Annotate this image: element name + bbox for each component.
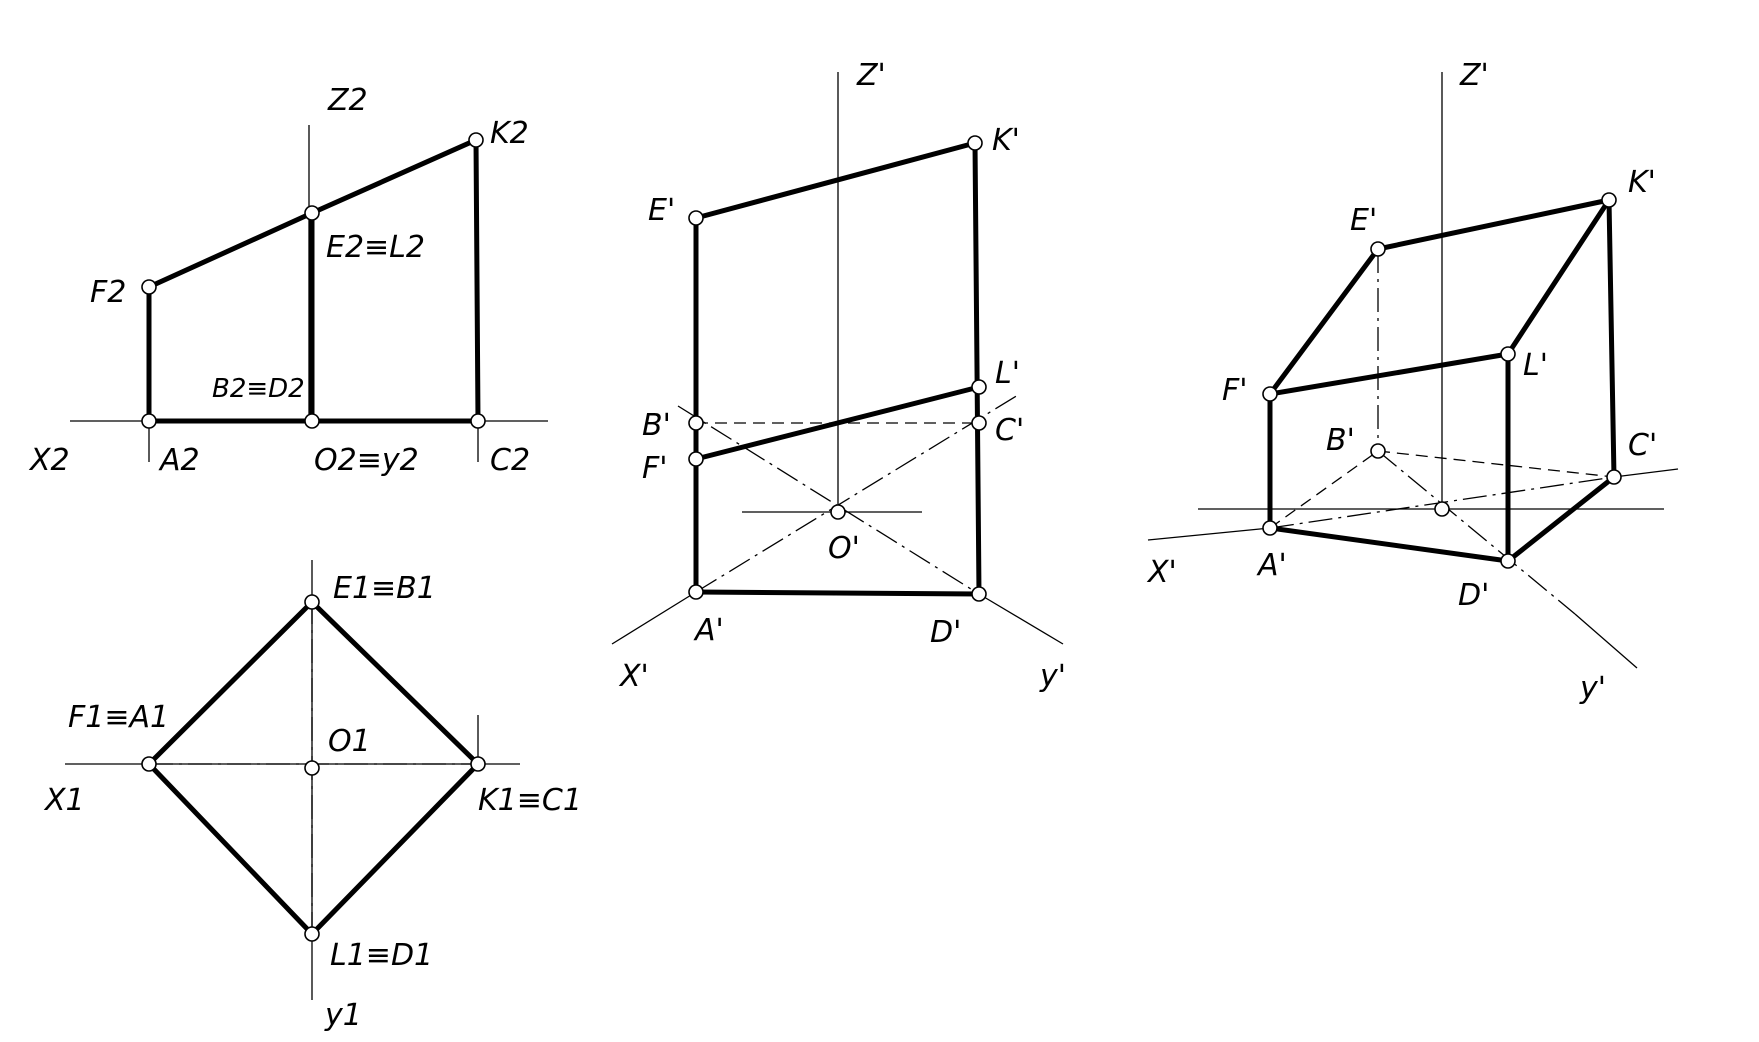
axo2-edge-kl — [1505, 197, 1612, 357]
point-k2 — [468, 132, 484, 148]
label-x1: X1 — [43, 783, 85, 818]
point-o — [1434, 501, 1450, 517]
label-axo2-e: E' — [1350, 203, 1377, 238]
axo2-edge-ek — [1375, 197, 1612, 252]
label-axo1-l: L' — [995, 356, 1020, 391]
axo1-y-axis — [978, 593, 1064, 645]
label-axo2-b: B' — [1326, 423, 1355, 458]
label-k2: K2 — [490, 116, 529, 151]
label-axo1-o: O' — [828, 531, 860, 566]
label-z2: Z2 — [327, 83, 368, 118]
axonometric-view-2: Z' E' K' F' L' B' C' X' A' D' y' — [1146, 58, 1679, 706]
point-e2 — [304, 205, 320, 221]
label-axo2-c: C' — [1628, 428, 1657, 463]
axo1-edge-ad — [693, 589, 982, 597]
point-l — [971, 379, 987, 395]
point-e — [688, 210, 704, 226]
label-axo1-e: E' — [648, 193, 675, 228]
axo1-diag-ac — [695, 394, 1019, 593]
label-a2: A2 — [158, 443, 200, 478]
point-k — [967, 135, 983, 151]
label-o1: O1 — [328, 724, 371, 759]
axo2-y-axis-ext — [1574, 613, 1638, 669]
axo1-edge-fl — [693, 384, 982, 462]
label-axo1-y: y' — [1039, 659, 1066, 694]
point-e — [1370, 241, 1386, 257]
point-k — [1601, 192, 1617, 208]
label-f1-a1: F1≡A1 — [68, 700, 169, 735]
point-c — [971, 415, 987, 431]
axo1-edge-kd — [972, 140, 982, 597]
point-o2 — [304, 413, 320, 429]
axo2-hidden-bc — [1377, 450, 1615, 478]
axo2-hidden-ab — [1269, 450, 1379, 529]
label-axo2-a: A' — [1256, 548, 1287, 583]
axo2-edge-fl — [1267, 351, 1511, 397]
point-d — [1500, 553, 1516, 569]
label-y1: y1 — [324, 998, 362, 1033]
axonometric-view-1: Z' E' K' L' B' C' F' O' A' D' X' y' — [611, 58, 1066, 694]
axo2-edge-dc — [1505, 474, 1617, 564]
point-o1 — [304, 760, 320, 776]
label-axo2-y: y' — [1579, 671, 1606, 706]
label-k1-c1: K1≡C1 — [478, 783, 582, 818]
label-axo2-z: Z' — [1459, 58, 1489, 93]
label-axo2-k: K' — [1628, 165, 1656, 200]
point-f1 — [141, 756, 157, 772]
point-d — [971, 586, 987, 602]
axo1-diag-bd — [677, 405, 980, 595]
point-b — [688, 415, 704, 431]
label-axo2-x: X' — [1146, 555, 1177, 590]
front-outline — [146, 136, 481, 424]
point-f — [688, 451, 704, 467]
label-c2: C2 — [490, 443, 530, 478]
point-f — [1262, 386, 1278, 402]
label-axo1-x: X' — [618, 659, 649, 694]
axo1-edge-ek — [693, 140, 978, 221]
label-axo1-c: C' — [995, 413, 1024, 448]
label-x2: X2 — [28, 443, 70, 478]
label-axo1-z: Z' — [856, 58, 886, 93]
point-a — [688, 584, 704, 600]
axo2-edge-ad — [1267, 525, 1511, 564]
axo2-edge-kc — [1606, 197, 1617, 480]
point-a — [1262, 520, 1278, 536]
label-axo2-l: L' — [1523, 348, 1548, 383]
point-l1 — [304, 926, 320, 942]
front-view: Z2 K2 E2≡L2 F2 B2≡D2 X2 A2 O2≡y2 C2 — [28, 83, 548, 478]
label-b2-d2: B2≡D2 — [212, 374, 305, 404]
point-a2 — [141, 413, 157, 429]
label-f2: F2 — [90, 275, 126, 310]
label-axo1-f: F' — [642, 451, 668, 486]
label-o2-y2: O2≡y2 — [314, 443, 419, 478]
label-axo2-d: D' — [1458, 578, 1489, 613]
axo2-edge-fe — [1267, 246, 1381, 397]
point-f2 — [141, 279, 157, 295]
point-c — [1606, 469, 1622, 485]
point-c2 — [470, 413, 486, 429]
axo2-x-axis-ext — [1147, 527, 1271, 541]
label-e2-l2: E2≡L2 — [326, 230, 425, 265]
axo2-x-axis-ext-right — [1613, 468, 1679, 478]
axo2-axis-y — [1377, 450, 1576, 615]
label-axo1-k: K' — [992, 123, 1020, 158]
top-view: E1≡B1 F1≡A1 O1 X1 K1≡C1 L1≡D1 y1 — [43, 560, 582, 1033]
axo1-x-axis — [611, 591, 697, 645]
label-axo1-d: D' — [930, 615, 961, 650]
label-l1-d1: L1≡D1 — [330, 938, 433, 973]
point-b — [1370, 443, 1386, 459]
label-axo2-f: F' — [1222, 373, 1248, 408]
point-l — [1500, 346, 1516, 362]
label-axo1-a: A' — [693, 613, 724, 648]
point-e1 — [304, 594, 320, 610]
point-o — [830, 504, 846, 520]
point-k1 — [470, 756, 486, 772]
label-axo1-b: B' — [642, 408, 671, 443]
label-e1-b1: E1≡B1 — [333, 571, 436, 606]
